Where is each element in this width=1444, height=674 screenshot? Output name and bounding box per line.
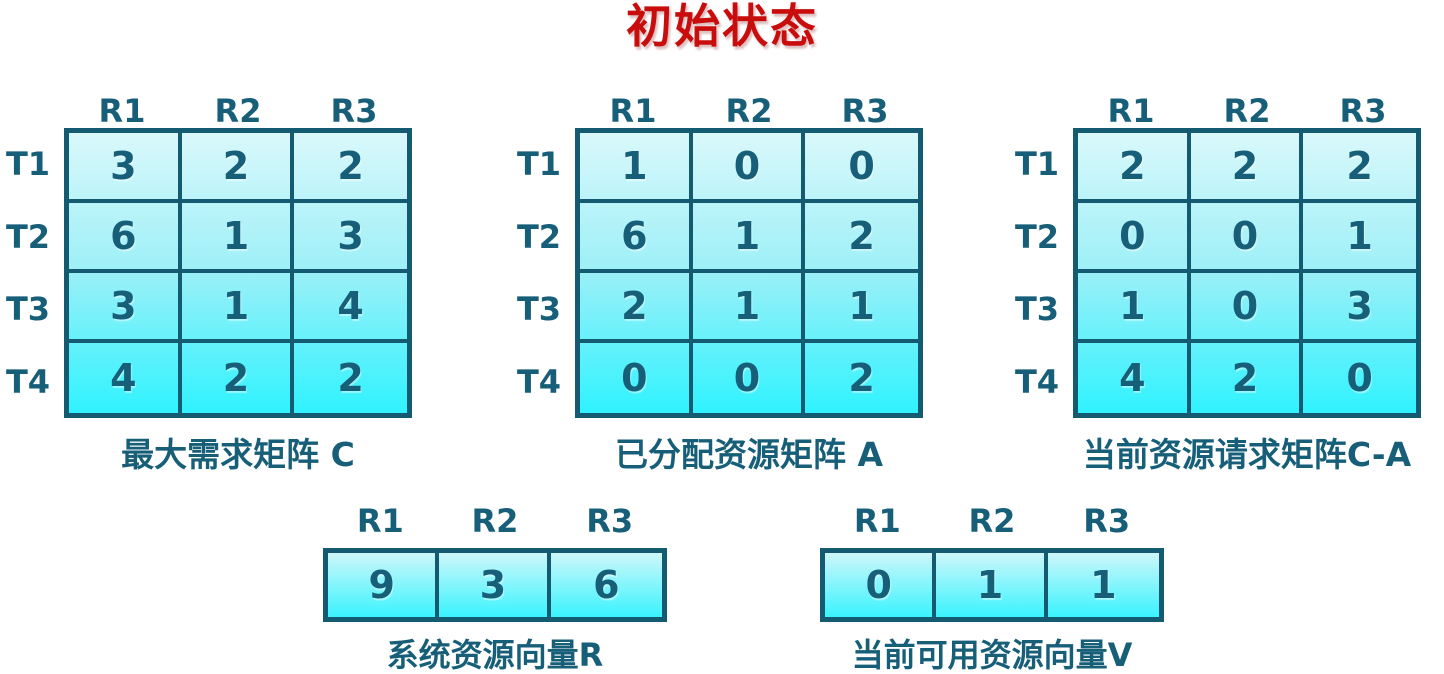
matrix-cell: 3 <box>69 133 182 203</box>
row-header: T4 <box>5 362 51 401</box>
col-header: R2 <box>214 92 262 130</box>
matrix-cell: 2 <box>337 356 364 400</box>
matrix-cell: 2 <box>1191 343 1304 413</box>
col-header: R2 <box>968 502 1016 540</box>
col-header: R2 <box>1223 92 1271 130</box>
matrix-caption: 当前资源请求矩阵C-A <box>1082 435 1412 474</box>
matrix-cell: 4 <box>69 343 182 413</box>
vector-r-table: 9 3 6 <box>323 548 667 622</box>
matrix-ca-row-headers: T1 T2 T3 T4 <box>1009 128 1065 418</box>
vector-caption-wrap: 当前可用资源向量V <box>820 630 1164 674</box>
col-header: R3 <box>586 502 634 540</box>
vector-v-col-headers: R1 R2 R3 <box>820 500 1164 540</box>
matrix-cell: 2 <box>294 133 407 203</box>
col-header: R3 <box>841 92 889 130</box>
matrix-cell: 2 <box>580 273 693 343</box>
matrix-cell: 3 <box>1303 273 1416 343</box>
row-header: T2 <box>1014 217 1060 256</box>
row-header: T4 <box>516 362 562 401</box>
vector-block-r: R1 R2 R3 9 3 6 系统资源向量R <box>323 500 667 674</box>
vector-cell: 3 <box>439 553 551 617</box>
row-header: T3 <box>5 290 51 329</box>
matrix-cell: 2 <box>848 356 875 400</box>
matrix-cell: 2 <box>1303 133 1416 203</box>
matrix-cell: 0 <box>1190 273 1304 343</box>
matrix-a-col-headers: R1 R2 R3 <box>575 88 923 128</box>
matrix-cell: 6 <box>69 203 182 273</box>
matrix-cell: 0 <box>692 133 806 203</box>
matrix-cell: 1 <box>1078 273 1191 343</box>
matrix-cell: 2 <box>181 133 295 203</box>
row-header: T1 <box>5 145 51 184</box>
matrix-caption: 已分配资源矩阵 A <box>614 435 884 474</box>
matrix-cell: 0 <box>693 343 806 413</box>
matrix-cell: 1 <box>805 273 918 343</box>
matrix-cell: 2 <box>1078 133 1191 203</box>
col-header: R2 <box>471 502 519 540</box>
col-header: R2 <box>725 92 773 130</box>
matrix-cell: 2 <box>1190 133 1304 203</box>
matrix-c-col-headers: R1 R2 R3 <box>64 88 412 128</box>
matrix-ca-table: 2 2 2 0 0 1 1 0 3 4 2 0 <box>1073 128 1421 418</box>
row-header: T2 <box>516 217 562 256</box>
vector-caption: 当前可用资源向量V <box>851 636 1133 674</box>
row-header: T1 <box>1014 145 1060 184</box>
vector-r-col-headers: R1 R2 R3 <box>323 500 667 540</box>
matrix-cell: 1 <box>181 273 295 343</box>
matrix-cell: 4 <box>294 273 407 343</box>
matrix-caption-wrap: 已分配资源矩阵 A <box>575 428 923 476</box>
matrix-cell: 2 <box>182 343 295 413</box>
matrix-caption-wrap: 当前资源请求矩阵C-A <box>1073 428 1421 476</box>
col-header: R3 <box>330 92 378 130</box>
matrix-cell: 2 <box>805 203 918 273</box>
matrix-block-c: R1 R2 R3 T1 T2 T3 T4 3 2 2 6 1 3 3 1 4 4 <box>0 88 412 476</box>
col-header: R1 <box>609 92 657 130</box>
row-header: T2 <box>5 217 51 256</box>
vector-cell: 6 <box>593 563 620 607</box>
col-header: R3 <box>1083 502 1131 540</box>
row-header: T1 <box>516 145 562 184</box>
matrix-cell: 0 <box>1078 203 1191 273</box>
row-header: T3 <box>1014 290 1060 329</box>
vector-caption: 系统资源向量R <box>386 636 604 674</box>
row-header: T4 <box>1014 362 1060 401</box>
matrix-cell: 0 <box>805 133 918 203</box>
vector-cell: 1 <box>1090 563 1117 607</box>
vector-cell: 0 <box>825 553 937 617</box>
matrix-c-table: 3 2 2 6 1 3 3 1 4 4 2 2 <box>64 128 412 418</box>
col-header: R1 <box>853 502 901 540</box>
matrix-cell: 3 <box>294 203 407 273</box>
matrix-cell: 1 <box>1303 203 1416 273</box>
matrix-caption: 最大需求矩阵 C <box>121 435 355 474</box>
matrix-ca-col-headers: R1 R2 R3 <box>1073 88 1421 128</box>
matrix-a-table: 1 0 0 6 1 2 2 1 1 0 0 2 <box>575 128 923 418</box>
matrix-block-a: R1 R2 R3 T1 T2 T3 T4 1 0 0 6 1 2 2 1 1 0 <box>511 88 923 476</box>
vector-caption-wrap: 系统资源向量R <box>323 630 667 674</box>
row-header: T3 <box>516 290 562 329</box>
matrix-cell: 4 <box>1078 343 1191 413</box>
matrix-block-ca: R1 R2 R3 T1 T2 T3 T4 2 2 2 0 0 1 1 0 3 4 <box>1009 88 1421 476</box>
page-title: 初始状态 <box>626 0 818 53</box>
matrix-a-row-headers: T1 T2 T3 T4 <box>511 128 567 418</box>
matrix-cell: 1 <box>692 273 806 343</box>
matrix-cell: 1 <box>181 203 295 273</box>
col-header: R3 <box>1339 92 1387 130</box>
matrix-cell: 0 <box>580 343 693 413</box>
matrix-cell: 0 <box>1190 203 1304 273</box>
vector-v-table: 0 1 1 <box>820 548 1164 622</box>
col-header: R1 <box>356 502 404 540</box>
matrix-cell: 3 <box>69 273 182 343</box>
matrix-c-row-headers: T1 T2 T3 T4 <box>0 128 56 418</box>
vector-cell: 9 <box>328 553 440 617</box>
col-header: R1 <box>1107 92 1155 130</box>
col-header: R1 <box>98 92 146 130</box>
vector-cell: 1 <box>936 553 1048 617</box>
vector-block-v: R1 R2 R3 0 1 1 当前可用资源向量V <box>820 500 1164 674</box>
matrix-cell: 0 <box>1346 356 1373 400</box>
matrix-caption-wrap: 最大需求矩阵 C <box>64 428 412 476</box>
matrix-cell: 6 <box>580 203 693 273</box>
matrix-cell: 1 <box>580 133 693 203</box>
matrix-cell: 1 <box>692 203 806 273</box>
